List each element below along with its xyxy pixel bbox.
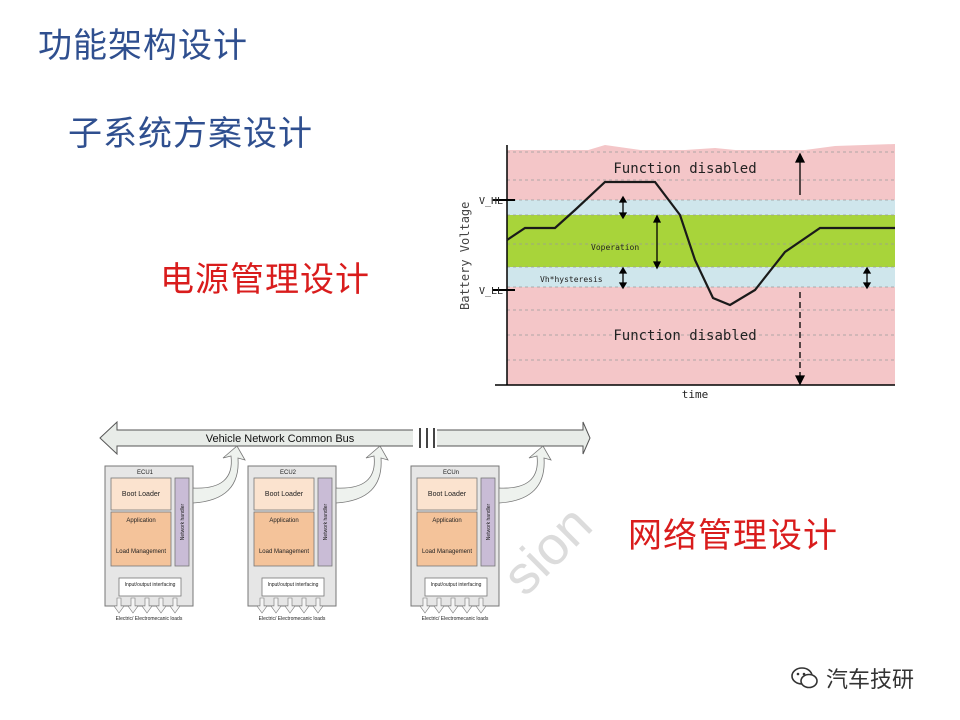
io-interfacing-label: Input/output interfacing bbox=[431, 582, 482, 588]
ecu-name: ECUn bbox=[443, 470, 459, 476]
slide-subtitle: 子系统方案设计 bbox=[68, 114, 313, 154]
vll-label: V_LL bbox=[479, 286, 503, 297]
loads-label: Electric/ Electromecanic loads bbox=[259, 616, 326, 622]
voltage-curve bbox=[506, 180, 895, 307]
network-handler-label: Network handler bbox=[486, 503, 492, 540]
operation-label: Voperation bbox=[591, 243, 639, 252]
diagram-watermark: sion bbox=[491, 494, 595, 606]
operation-zone bbox=[507, 215, 895, 267]
lower-disabled-zone bbox=[507, 287, 895, 385]
hysteresis-label: Vh*hysteresis bbox=[540, 275, 603, 284]
application-label: Application bbox=[126, 518, 155, 524]
boot-loader-label: Boot Loader bbox=[265, 491, 304, 498]
ecu-name: ECU1 bbox=[137, 470, 154, 476]
brand-watermark: 汽车技研 bbox=[790, 662, 914, 694]
io-interfacing-label: Input/output interfacing bbox=[268, 582, 319, 588]
vhl-label: V_HL bbox=[479, 196, 503, 207]
bus-label: Vehicle Network Common Bus bbox=[206, 433, 355, 445]
boot-loader-label: Boot Loader bbox=[122, 491, 161, 498]
top-disabled-label: Function disabled bbox=[613, 161, 756, 177]
network-management-label: 网络管理设计 bbox=[628, 516, 838, 556]
brand-text: 汽车技研 bbox=[826, 668, 915, 693]
y-axis-label: Battery Voltage bbox=[458, 202, 472, 310]
upper-hysteresis-band bbox=[507, 200, 895, 215]
ecu-name: ECU2 bbox=[280, 470, 297, 476]
application-label: Application bbox=[269, 518, 298, 524]
io-interfacing-label: Input/output interfacing bbox=[125, 582, 176, 588]
slide-title: 功能架构设计 bbox=[38, 26, 248, 66]
x-axis-label: time bbox=[682, 388, 709, 401]
application-label: Application bbox=[432, 518, 461, 524]
bottom-disabled-label: Function disabled bbox=[613, 328, 756, 344]
boot-loader-label: Boot Loader bbox=[428, 491, 467, 498]
loads-label: Electric/ Electromecanic loads bbox=[422, 616, 489, 622]
loads-label: Electric/ Electromecanic loads bbox=[116, 616, 183, 622]
battery-voltage-diagram: Function disabled Function disabled Vope… bbox=[458, 144, 895, 401]
network-architecture-diagram: sion Vehicle Network Common Bus ECU1Boot… bbox=[99, 420, 595, 622]
network-handler-label: Network handler bbox=[323, 503, 329, 540]
power-management-label: 电源管理设计 bbox=[160, 260, 370, 300]
wechat-icon bbox=[791, 667, 818, 689]
network-handler-label: Network handler bbox=[180, 503, 186, 540]
load-management-label: Load Management bbox=[116, 549, 166, 555]
lower-hysteresis-band bbox=[507, 267, 895, 287]
load-management-label: Load Management bbox=[422, 549, 472, 555]
bus-arrow bbox=[99, 420, 591, 456]
load-management-label: Load Management bbox=[259, 549, 309, 555]
